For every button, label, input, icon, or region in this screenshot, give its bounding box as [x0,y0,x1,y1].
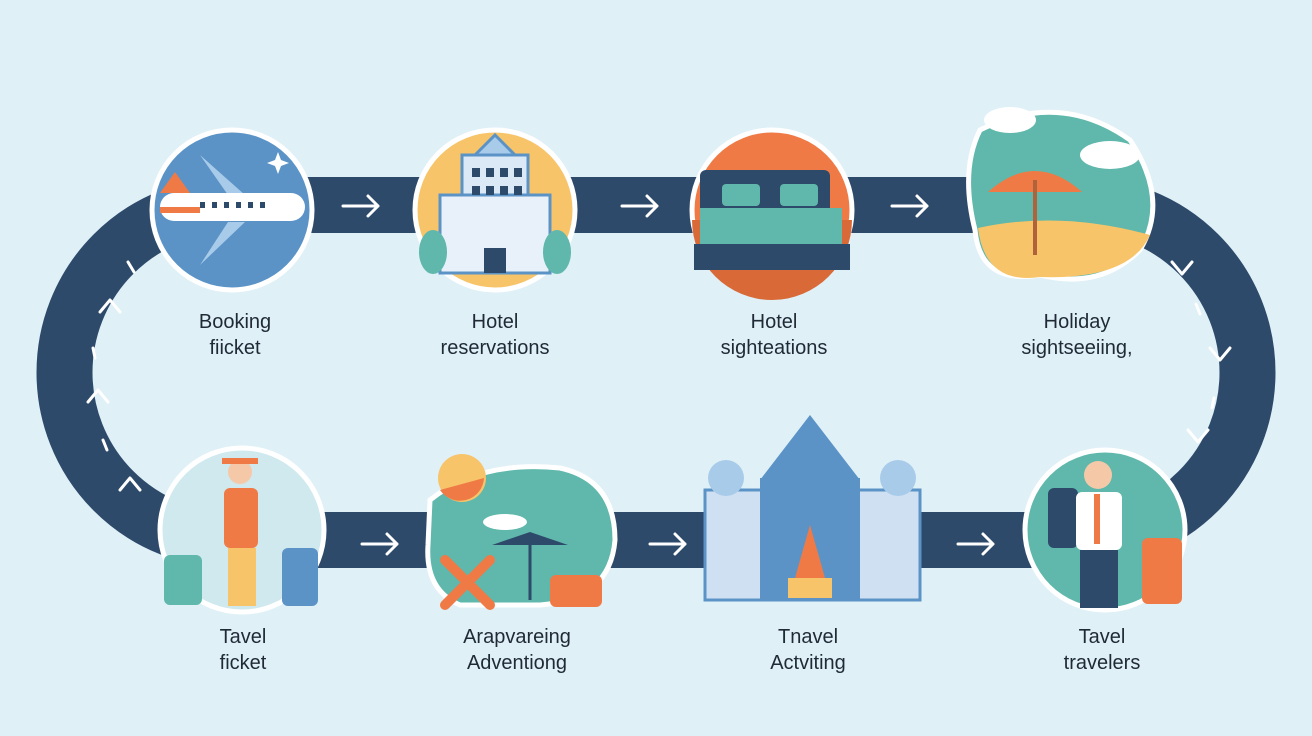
traveler-with-luggage-icon [157,445,327,615]
chevron-down-icon [1186,428,1210,444]
step-label-travelers: Tavel travelers [982,624,1222,676]
label-line: sightseeiing, [1021,337,1133,359]
hotel-building-icon [412,127,578,293]
label-line: Tnavel [777,626,839,648]
label-line: reservations [440,337,550,359]
arrow-right-icon [360,532,399,556]
beach-umbrella-icon [966,107,1156,282]
arrow-right-icon [341,194,380,218]
airplane-icon [149,127,315,293]
dash-mark [1194,302,1216,410]
label-line: travelers [1063,652,1141,674]
arrow-right-icon [620,194,659,218]
label-line: fiicket [209,337,261,359]
step-label-holiday: Holiday sightseeiing, [957,309,1197,361]
step-label-hotel-reservations: Hotel reservations [375,309,615,361]
chevron-down-icon [1170,260,1194,276]
arrow-right-icon [890,194,929,218]
chevron-up-icon [86,388,110,404]
label-line: Adventiong [466,652,568,674]
label-line: Hotel [750,311,798,333]
label-line: Holiday [1043,311,1111,333]
traveler-with-suitcase-icon [1022,447,1188,613]
step-label-hotel-sighteations: Hotel sighteations [654,309,894,361]
label-line: sighteations [720,337,828,359]
chevron-down-icon [1208,346,1232,362]
arrow-right-icon [956,532,995,556]
label-line: Hotel [471,311,519,333]
bed-icon [689,127,855,300]
landmark-building-icon [703,415,922,602]
chevron-up-icon [118,476,142,492]
sun-umbrella-icon [425,454,618,610]
label-line: Arapvareing [463,626,571,648]
step-label-booking: Booking fiicket [115,309,355,361]
dash-mark [91,260,136,452]
label-line: ficket [219,652,267,674]
label-line: Tavel [219,626,267,648]
chevron-up-icon [98,298,122,314]
label-line: Tavel [1078,626,1126,648]
step-label-travel-ficket: Tavel ficket [123,624,363,676]
label-line: Actviting [770,652,846,674]
arrow-right-icon [648,532,687,556]
label-line: Booking [198,311,272,333]
